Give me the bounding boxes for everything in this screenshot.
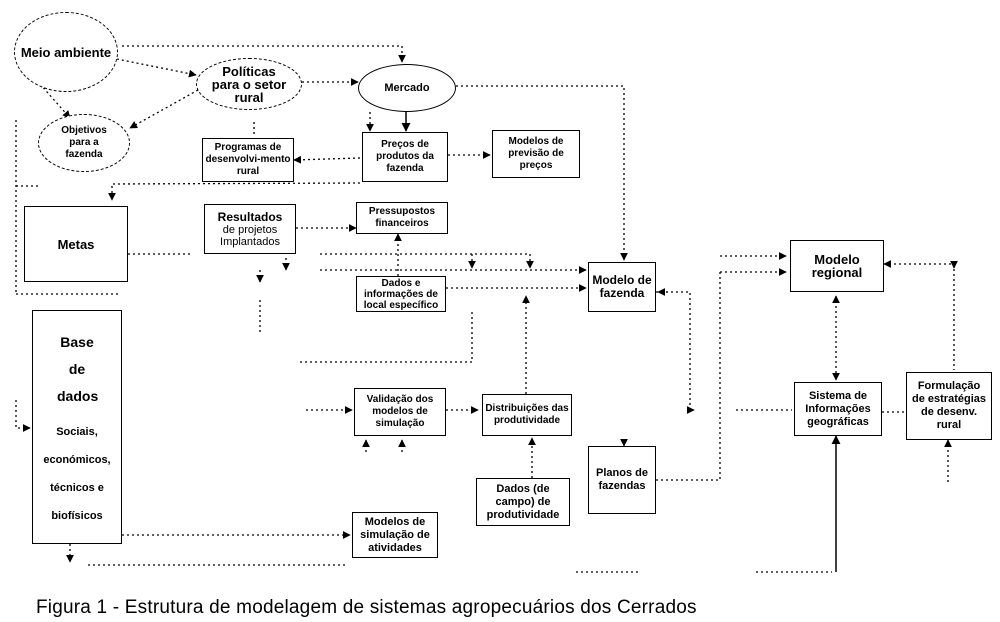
- node-politicas: Políticas para o setor rural: [196, 58, 302, 110]
- node-base-dados: Base de dados Sociais, económicos, técni…: [32, 310, 122, 544]
- node-pressupostos: Pressupostos financeiros: [356, 202, 448, 234]
- node-modelos-previsao: Modelos de previsão de preços: [492, 130, 580, 178]
- node-sistema: Sistema de Informações geográficas: [794, 382, 882, 436]
- node-precos: Preços de produtos da fazenda: [362, 132, 448, 182]
- node-distribuicoes: Distribuições das produtividade: [482, 394, 572, 436]
- node-validacao: Validação dos modelos de simulação: [354, 388, 446, 436]
- node-formulacao: Formulação de estratégias de desenv. rur…: [906, 372, 992, 440]
- node-modelos-simulacao: Modelos de simulação de atividades: [352, 512, 438, 558]
- figure-caption: Figura 1 - Estrutura de modelagem de sis…: [36, 597, 697, 618]
- node-metas: Metas: [24, 206, 128, 282]
- node-resultados: Resultados de projetos Implantados: [204, 204, 296, 254]
- node-planos: Planos de fazendas: [588, 446, 656, 514]
- node-meio-ambiente: Meio ambiente: [14, 12, 118, 92]
- node-objetivos: Objetivos para a fazenda: [38, 114, 130, 172]
- node-dados-info: Dados e informações de local específico: [356, 276, 446, 312]
- node-mercado: Mercado: [358, 64, 456, 112]
- node-modelo-regional: Modelo regional: [790, 240, 884, 292]
- node-modelo-fazenda: Modelo de fazenda: [588, 262, 656, 312]
- node-dados-campo: Dados (de campo) de produtividade: [476, 478, 570, 526]
- node-programas: Programas de desenvolvi-mento rural: [202, 138, 294, 182]
